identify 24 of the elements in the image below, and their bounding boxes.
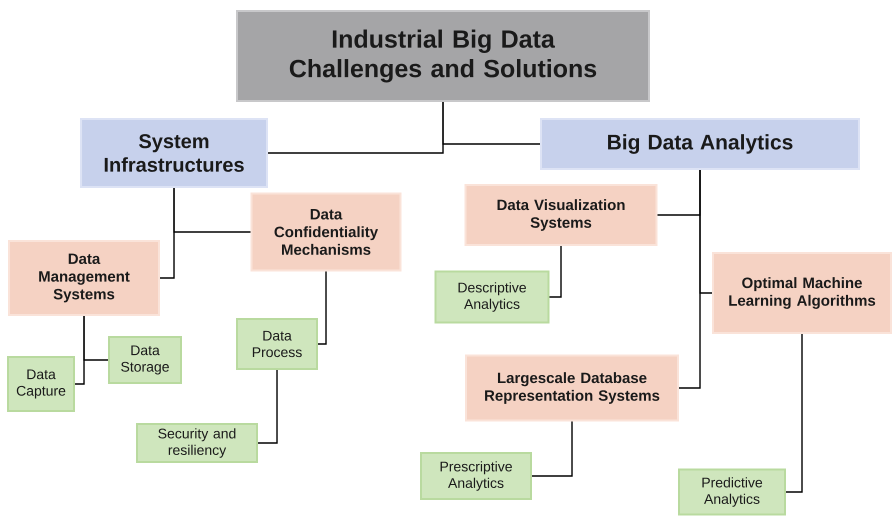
connector-line [679, 170, 701, 389]
connector-line [442, 102, 540, 145]
category-box: Big Data Analytics [540, 118, 860, 170]
connector-line [786, 334, 803, 493]
leaf-box: Descriptive Analytics [434, 270, 550, 324]
connector-line [83, 316, 108, 361]
subcategory-box: Data Visualization Systems [464, 184, 658, 246]
subcategory-box: Data Management Systems [8, 240, 160, 316]
title-box: Industrial Big Data Challenges and Solutions [236, 10, 650, 102]
connector-line [532, 422, 573, 477]
leaf-box: Data Capture [7, 356, 75, 412]
connector-line [318, 272, 327, 345]
leaf-box: Security and resiliency [136, 423, 258, 463]
subcategory-box: Optimal Machine Learning Algorithms [712, 252, 892, 334]
connector-line [258, 370, 278, 444]
subcategory-box: Largescale Database Representation Systems [465, 354, 679, 422]
leaf-box: Prescriptive Analytics [420, 452, 532, 500]
subcategory-box: Data Confidentiality Mechanisms [250, 192, 402, 272]
leaf-box: Data Process [236, 318, 318, 370]
leaf-box: Data Storage [108, 336, 182, 384]
category-box: System Infrastructures [80, 118, 268, 188]
connector-line [173, 188, 250, 233]
leaf-box: Predictive Analytics [678, 468, 786, 516]
connector-line [550, 246, 562, 298]
